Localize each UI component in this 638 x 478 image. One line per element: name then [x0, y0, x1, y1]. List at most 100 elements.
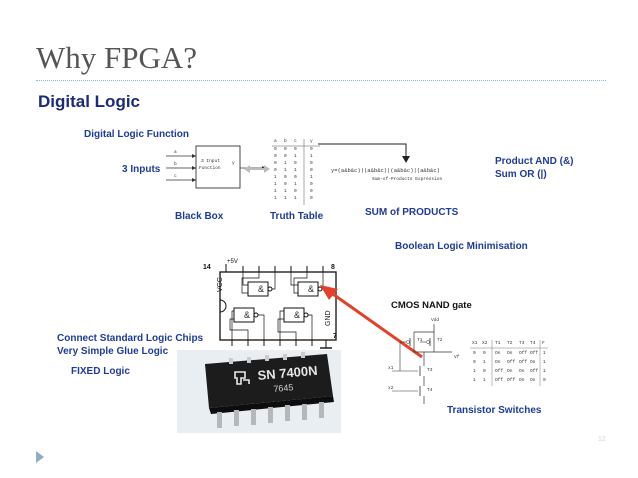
- tt-cell: 1: [284, 189, 287, 194]
- label-3-inputs: 3 Inputs: [122, 164, 161, 175]
- nand-cell: 0: [473, 351, 476, 356]
- label-sum-of-products: SUM of PRODUCTS: [365, 207, 459, 218]
- pin-7-label: 7: [333, 333, 337, 340]
- nand-cell: 1: [543, 351, 546, 356]
- nand-cell: 0: [483, 351, 486, 356]
- nand-truth-table: X1 X2 T1 T2 T3 T4 F 0 0 On On Off Off 1 …: [470, 340, 550, 392]
- tt-cell: 1: [274, 182, 277, 187]
- tt-cell: 0: [294, 189, 297, 194]
- gate-symbol: &: [244, 310, 251, 320]
- label-connect-chips: Connect Standard Logic Chips: [57, 333, 204, 344]
- nand-cell: Off: [519, 360, 528, 365]
- t3-label: T3: [427, 368, 433, 373]
- nand-cell: On: [530, 360, 536, 365]
- nand-cell: 1: [543, 369, 546, 374]
- tt-cell: 0: [310, 147, 313, 152]
- tt-cell: 0: [310, 196, 313, 201]
- tt-cell: 0: [310, 161, 313, 166]
- tt-cell: 1: [274, 189, 277, 194]
- label-black-box: Black Box: [175, 211, 224, 222]
- nand-cell: On: [519, 378, 525, 383]
- label-truth-table: Truth Table: [270, 211, 324, 222]
- title-divider: [36, 80, 606, 81]
- label-glue-logic: Very Simple Glue Logic: [57, 346, 169, 357]
- nand-header: T2: [507, 341, 513, 346]
- tt-cell: 1: [284, 196, 287, 201]
- tt-header-c: c: [294, 139, 297, 144]
- t1-label: T1: [417, 338, 423, 343]
- nand-cell: Off: [530, 351, 539, 356]
- vcc-label: VCC: [217, 277, 224, 292]
- tt-cell: 1: [310, 154, 313, 159]
- page-number: 12: [598, 436, 606, 443]
- t2-label: T2: [437, 338, 443, 343]
- nand-cell: On: [495, 360, 501, 365]
- label-digital-logic-function: Digital Logic Function: [84, 129, 189, 140]
- slide-subtitle: Digital Logic: [38, 92, 140, 111]
- gate-symbol: &: [308, 284, 315, 294]
- tt-header-a: a: [274, 139, 277, 144]
- label-sum-or: Sum OR (|): [495, 169, 547, 180]
- tt-header-b: b: [284, 139, 287, 144]
- nand-cell: 0: [543, 378, 546, 383]
- nand-header: T4: [530, 341, 536, 346]
- label-product-and: Product AND (&): [495, 156, 574, 167]
- tt-cell: 1: [294, 196, 297, 201]
- label-boolean-min: Boolean Logic Minimisation: [395, 241, 528, 252]
- vdd-label: Vdd: [431, 318, 440, 323]
- box-label-line2: Function: [199, 166, 221, 171]
- supply-label: +5V: [227, 259, 238, 265]
- nand-header: T1: [495, 341, 501, 346]
- nand-cell: 1: [543, 360, 546, 365]
- label-transistor-switches: Transistor Switches: [447, 405, 542, 416]
- down-arrow-icon: [318, 143, 410, 163]
- nand-cell: On: [507, 351, 513, 356]
- tt-cell: 1: [284, 168, 287, 173]
- tt-cell: 1: [294, 154, 297, 159]
- vf-label: Vf: [454, 355, 460, 360]
- box-label-line1: 3 Input: [201, 159, 220, 164]
- nand-header: X1: [472, 341, 478, 346]
- gate-symbol: &: [294, 310, 301, 320]
- input-a-label: a: [174, 150, 177, 155]
- x1-label: x1: [388, 366, 394, 371]
- red-arrow-icon: [320, 285, 423, 359]
- nand-cell: 1: [473, 369, 476, 374]
- nand-cell: 1: [483, 360, 486, 365]
- nand-cell: 0: [483, 369, 486, 374]
- double-arrow-icon: [244, 165, 270, 173]
- tt-header-y: y: [310, 139, 313, 144]
- tt-cell: 1: [310, 175, 313, 180]
- input-b-label: b: [174, 162, 177, 167]
- tt-cell: 0: [284, 175, 287, 180]
- tt-cell: 0: [274, 147, 277, 152]
- nand-header: T3: [519, 341, 525, 346]
- tt-cell: 0: [274, 154, 277, 159]
- nand-cell: Off: [495, 369, 504, 374]
- nand-cell: 1: [483, 378, 486, 383]
- nand-cell: On: [495, 351, 501, 356]
- tt-cell: 0: [310, 189, 313, 194]
- tt-cell: 0: [274, 168, 277, 173]
- nand-cell: On: [530, 378, 536, 383]
- t4-label: T4: [427, 388, 433, 393]
- play-icon[interactable]: [36, 451, 44, 463]
- tt-cell: 1: [274, 175, 277, 180]
- gate-symbol: &: [258, 284, 265, 294]
- tt-cell: 0: [294, 147, 297, 152]
- output-y-label: y: [232, 161, 235, 166]
- sop-expression: y=(a&b&c)|(a&b&c)|(a&b&c)|(a&b&c): [331, 167, 440, 174]
- nand-cell: On: [519, 369, 525, 374]
- tt-cell: 1: [284, 161, 287, 166]
- chip-code: 7645: [273, 382, 294, 394]
- label-fixed-logic: FIXED Logic: [71, 366, 130, 377]
- tt-cell: 1: [274, 196, 277, 201]
- truth-table: a b c y 0 0 0 0 0 0 1 1 0 1 0 0 0 1 1 0 …: [272, 139, 324, 205]
- tt-cell: 0: [310, 182, 313, 187]
- nand-cell: On: [507, 369, 513, 374]
- tt-cell: 1: [294, 182, 297, 187]
- nand-header: F: [542, 341, 545, 346]
- label-cmos-nand: CMOS NAND gate: [391, 300, 472, 311]
- tt-cell: 0: [284, 154, 287, 159]
- input-c-label: c: [174, 174, 177, 179]
